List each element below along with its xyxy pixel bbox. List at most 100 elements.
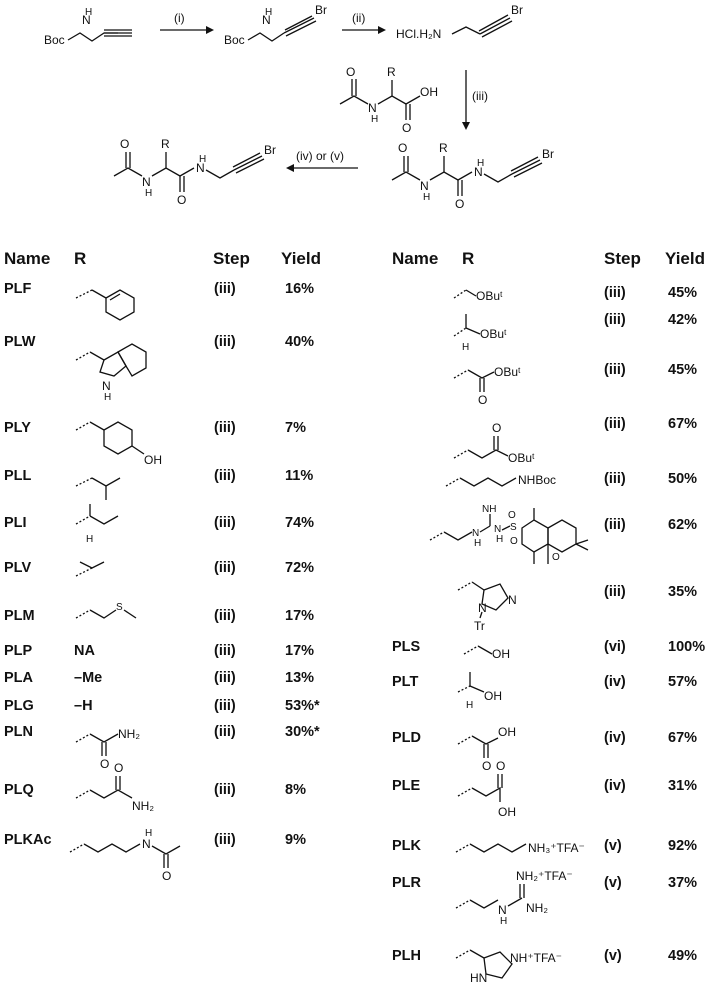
svg-text:H: H (265, 7, 272, 18)
svg-text:NH₃⁺TFA⁻: NH₃⁺TFA⁻ (528, 841, 585, 855)
hydroxymethyl-structure: OH (463, 645, 510, 661)
left-header-r: R (74, 249, 87, 268)
boc-propargylamine: Boc N H (44, 7, 132, 47)
bromopropargylamine-hcl: HCl.H₂N Br (396, 3, 523, 41)
peptide-name: PLP (4, 643, 33, 659)
left-header-yield: Yield (281, 249, 321, 268)
trityl-imidazolylmethyl-structure: N N Tr (457, 581, 517, 633)
yield-value: 62% (668, 517, 698, 533)
svg-text:N: N (102, 379, 111, 393)
svg-text:Br: Br (264, 143, 276, 157)
svg-text:HCl.H₂N: HCl.H₂N (396, 27, 441, 41)
svg-text:H: H (85, 7, 92, 18)
yield-value: 57% (668, 674, 698, 690)
svg-text:H: H (145, 828, 152, 839)
yield-value: 16% (285, 281, 315, 297)
step-value: (iii) (214, 670, 236, 686)
svg-text:H: H (462, 342, 469, 353)
ammoniobutyl-structure: NH₃⁺TFA⁻ (455, 841, 585, 855)
yield-value: 30%* (285, 724, 320, 740)
peptide-name: PLK (392, 838, 421, 854)
yield-value: 49% (668, 948, 698, 964)
tbu-ether-ethyl-structure: H OBuᵗ (453, 314, 507, 353)
svg-text:O: O (492, 421, 501, 435)
peptide-name: PLF (4, 281, 32, 297)
svg-text:OBuᵗ: OBuᵗ (508, 451, 535, 465)
r-group-text: –Me (74, 670, 103, 686)
carbamoylethyl-structure: O NH₂ (75, 761, 154, 813)
carboxymethyl-structure: O OH (457, 725, 516, 773)
svg-text:H: H (371, 114, 378, 125)
step-value: (iv) (604, 730, 626, 746)
coupled-intermediate: O N H R O N H Br (391, 141, 554, 211)
svg-text:O: O (508, 510, 516, 521)
right-header-step: Step (604, 249, 641, 268)
svg-text:O: O (114, 761, 123, 775)
step-value: (iii) (214, 698, 236, 714)
r-group-text: NA (74, 643, 95, 659)
svg-text:O: O (552, 552, 560, 563)
peptide-name: PLN (4, 724, 33, 740)
peptide-name: PLL (4, 468, 32, 484)
step-value: (v) (604, 948, 622, 964)
boc-aminobutyl-structure: NHBoc (445, 473, 556, 487)
svg-text:NH₂: NH₂ (118, 727, 140, 741)
step-value: (iii) (214, 832, 236, 848)
carboxyethyl-structure: O OH (457, 759, 516, 819)
svg-text:N: N (420, 179, 429, 193)
arrow-step-i: (i) (160, 11, 214, 34)
sec-butyl-structure: H (75, 504, 119, 545)
svg-text:O: O (120, 137, 129, 151)
svg-text:HN: HN (470, 971, 487, 983)
hydroxybenzyl-structure: OH (75, 421, 162, 467)
svg-text:O: O (100, 757, 109, 771)
yield-value: 9% (285, 832, 306, 848)
svg-text:S: S (510, 522, 517, 533)
svg-text:OH: OH (144, 453, 162, 467)
step-value: (iii) (604, 285, 626, 301)
svg-text:(iv) or (v): (iv) or (v) (296, 149, 344, 163)
step-value: (iii) (214, 782, 236, 798)
yield-value: 45% (668, 285, 698, 301)
yield-value: 31% (668, 778, 698, 794)
svg-text:NH₂: NH₂ (132, 799, 154, 813)
step-value: (iii) (214, 468, 236, 484)
svg-text:N: N (142, 175, 151, 189)
svg-text:O: O (478, 393, 487, 407)
svg-text:NH₂: NH₂ (526, 901, 548, 915)
yield-value: 40% (285, 334, 315, 350)
svg-text:NH⁺TFA⁻: NH⁺TFA⁻ (510, 951, 562, 965)
svg-text:O: O (455, 197, 464, 211)
svg-text:OBuᵗ: OBuᵗ (476, 289, 503, 303)
peptide-name: PLD (392, 730, 421, 746)
left-header-name: Name (4, 249, 51, 268)
yield-value: 74% (285, 515, 315, 531)
hydroxyethyl-structure: H OH (457, 672, 502, 711)
yield-value: 67% (668, 416, 698, 432)
right-header-yield: Yield (665, 249, 705, 268)
svg-text:N: N (478, 601, 487, 615)
svg-text:OH: OH (492, 647, 510, 661)
peptide-name: PLR (392, 875, 421, 891)
svg-text:N: N (368, 101, 377, 115)
svg-text:Boc: Boc (224, 33, 245, 47)
svg-text:(i): (i) (174, 11, 185, 25)
svg-text:H: H (423, 192, 430, 203)
svg-text:N: N (472, 528, 479, 539)
step-value: (iii) (604, 584, 626, 600)
yield-value: 11% (285, 468, 314, 484)
step-value: (iii) (604, 362, 626, 378)
yield-value: 13% (285, 670, 315, 686)
step-value: (iii) (604, 416, 626, 432)
indole-structure: N H (75, 343, 147, 403)
arrow-step-iv-or-v: (iv) or (v) (286, 149, 358, 172)
step-value: (iv) (604, 778, 626, 794)
step-value: (iii) (214, 420, 236, 436)
svg-text:O: O (482, 759, 491, 773)
svg-text:H: H (477, 158, 484, 169)
svg-text:O: O (162, 869, 171, 883)
svg-text:OH: OH (420, 85, 438, 99)
svg-text:O: O (510, 536, 518, 547)
svg-text:N: N (474, 165, 483, 179)
